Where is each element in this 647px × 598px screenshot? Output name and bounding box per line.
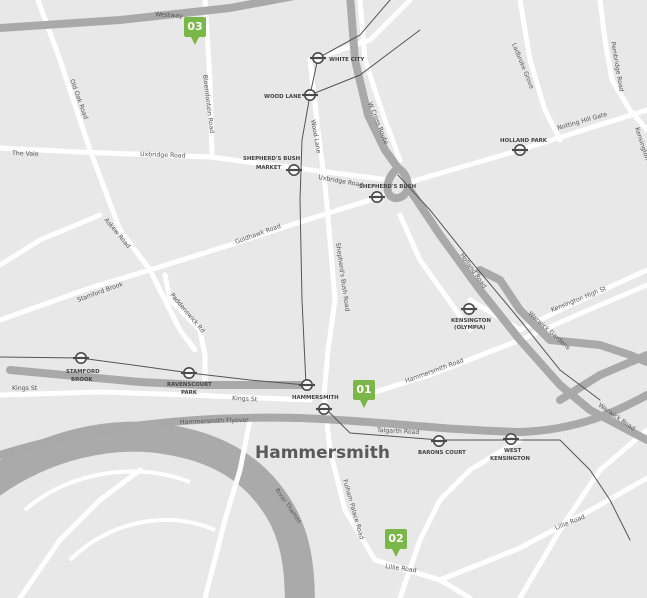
station-label: SHEPHERD'S BUSH: [359, 184, 417, 190]
station-label: PARK: [181, 390, 198, 396]
station-label: HAMMERSMITH: [292, 395, 339, 401]
area-label-hammersmith: Hammersmith: [255, 443, 390, 463]
road-label-kings-st-west: Kings St: [12, 385, 38, 392]
station-label: RAVENSCOURT: [167, 382, 212, 388]
map-pin-icon[interactable]: [385, 529, 407, 557]
major-roads: [0, 0, 647, 459]
marker-label: 01: [356, 383, 371, 396]
station-stamford-brook[interactable]: STAMFORD BROOK: [66, 351, 100, 383]
station-hammersmith[interactable]: HAMMERSMITH: [292, 378, 339, 416]
station-label: WHITE CITY: [329, 57, 364, 63]
station-holland-park[interactable]: HOLLAND PARK: [500, 138, 548, 156]
marker-label: 02: [388, 532, 403, 545]
station-label: MARKET: [256, 165, 282, 171]
road-label-hammersmith-flyover: Hammersmith Flyover: [180, 417, 250, 426]
station-white-city[interactable]: WHITE CITY: [309, 51, 364, 65]
station-shepherds-bush-market[interactable]: SHEPHERD'S BUSH MARKET: [243, 156, 303, 176]
station-label: BROOK: [71, 377, 93, 383]
station-shepherds-bush[interactable]: SHEPHERD'S BUSH: [359, 184, 417, 203]
map-pin-icon[interactable]: [184, 17, 206, 45]
station-kensington-olympia[interactable]: KENSINGTON (OLYMPIA): [451, 302, 491, 331]
station-label: BARONS COURT: [418, 450, 466, 456]
road-label-uxbridge-road-west: Uxbridge Road: [140, 151, 186, 160]
location-marker-03[interactable]: 03: [184, 17, 206, 45]
station-label: WOOD LANE: [264, 94, 302, 100]
river-thames: [0, 421, 315, 598]
map-pin-icon[interactable]: [353, 380, 375, 408]
road-label-talgarth-road: Talgarth Road: [376, 427, 420, 436]
location-marker-02[interactable]: 02: [385, 529, 407, 557]
rail-lines: [0, 0, 631, 541]
station-label: STAMFORD: [66, 369, 100, 375]
station-label: WEST: [504, 448, 522, 454]
station-label: SHEPHERD'S BUSH: [243, 156, 301, 162]
station-label: KENSINGTON: [490, 456, 530, 462]
station-label: KENSINGTON: [451, 318, 491, 324]
road-label-the-vale: The Vale: [11, 150, 39, 158]
station-west-kensington[interactable]: WEST KENSINGTON: [490, 432, 530, 462]
station-wood-lane[interactable]: WOOD LANE: [264, 89, 319, 101]
road-label-westway: Westway: [155, 11, 183, 20]
station-ravenscourt-park[interactable]: RAVENSCOURT PARK: [167, 366, 212, 396]
station-label: HOLLAND PARK: [500, 138, 548, 144]
station-label: (OLYMPIA): [454, 325, 486, 331]
station-barons-court[interactable]: BARONS COURT: [418, 434, 466, 456]
road-label-kings-st-east: Kings St: [232, 395, 258, 403]
marker-label: 03: [187, 20, 202, 33]
road-label-lillie-road-west: Lillie Road: [385, 563, 417, 574]
location-marker-01[interactable]: 01: [353, 380, 375, 408]
